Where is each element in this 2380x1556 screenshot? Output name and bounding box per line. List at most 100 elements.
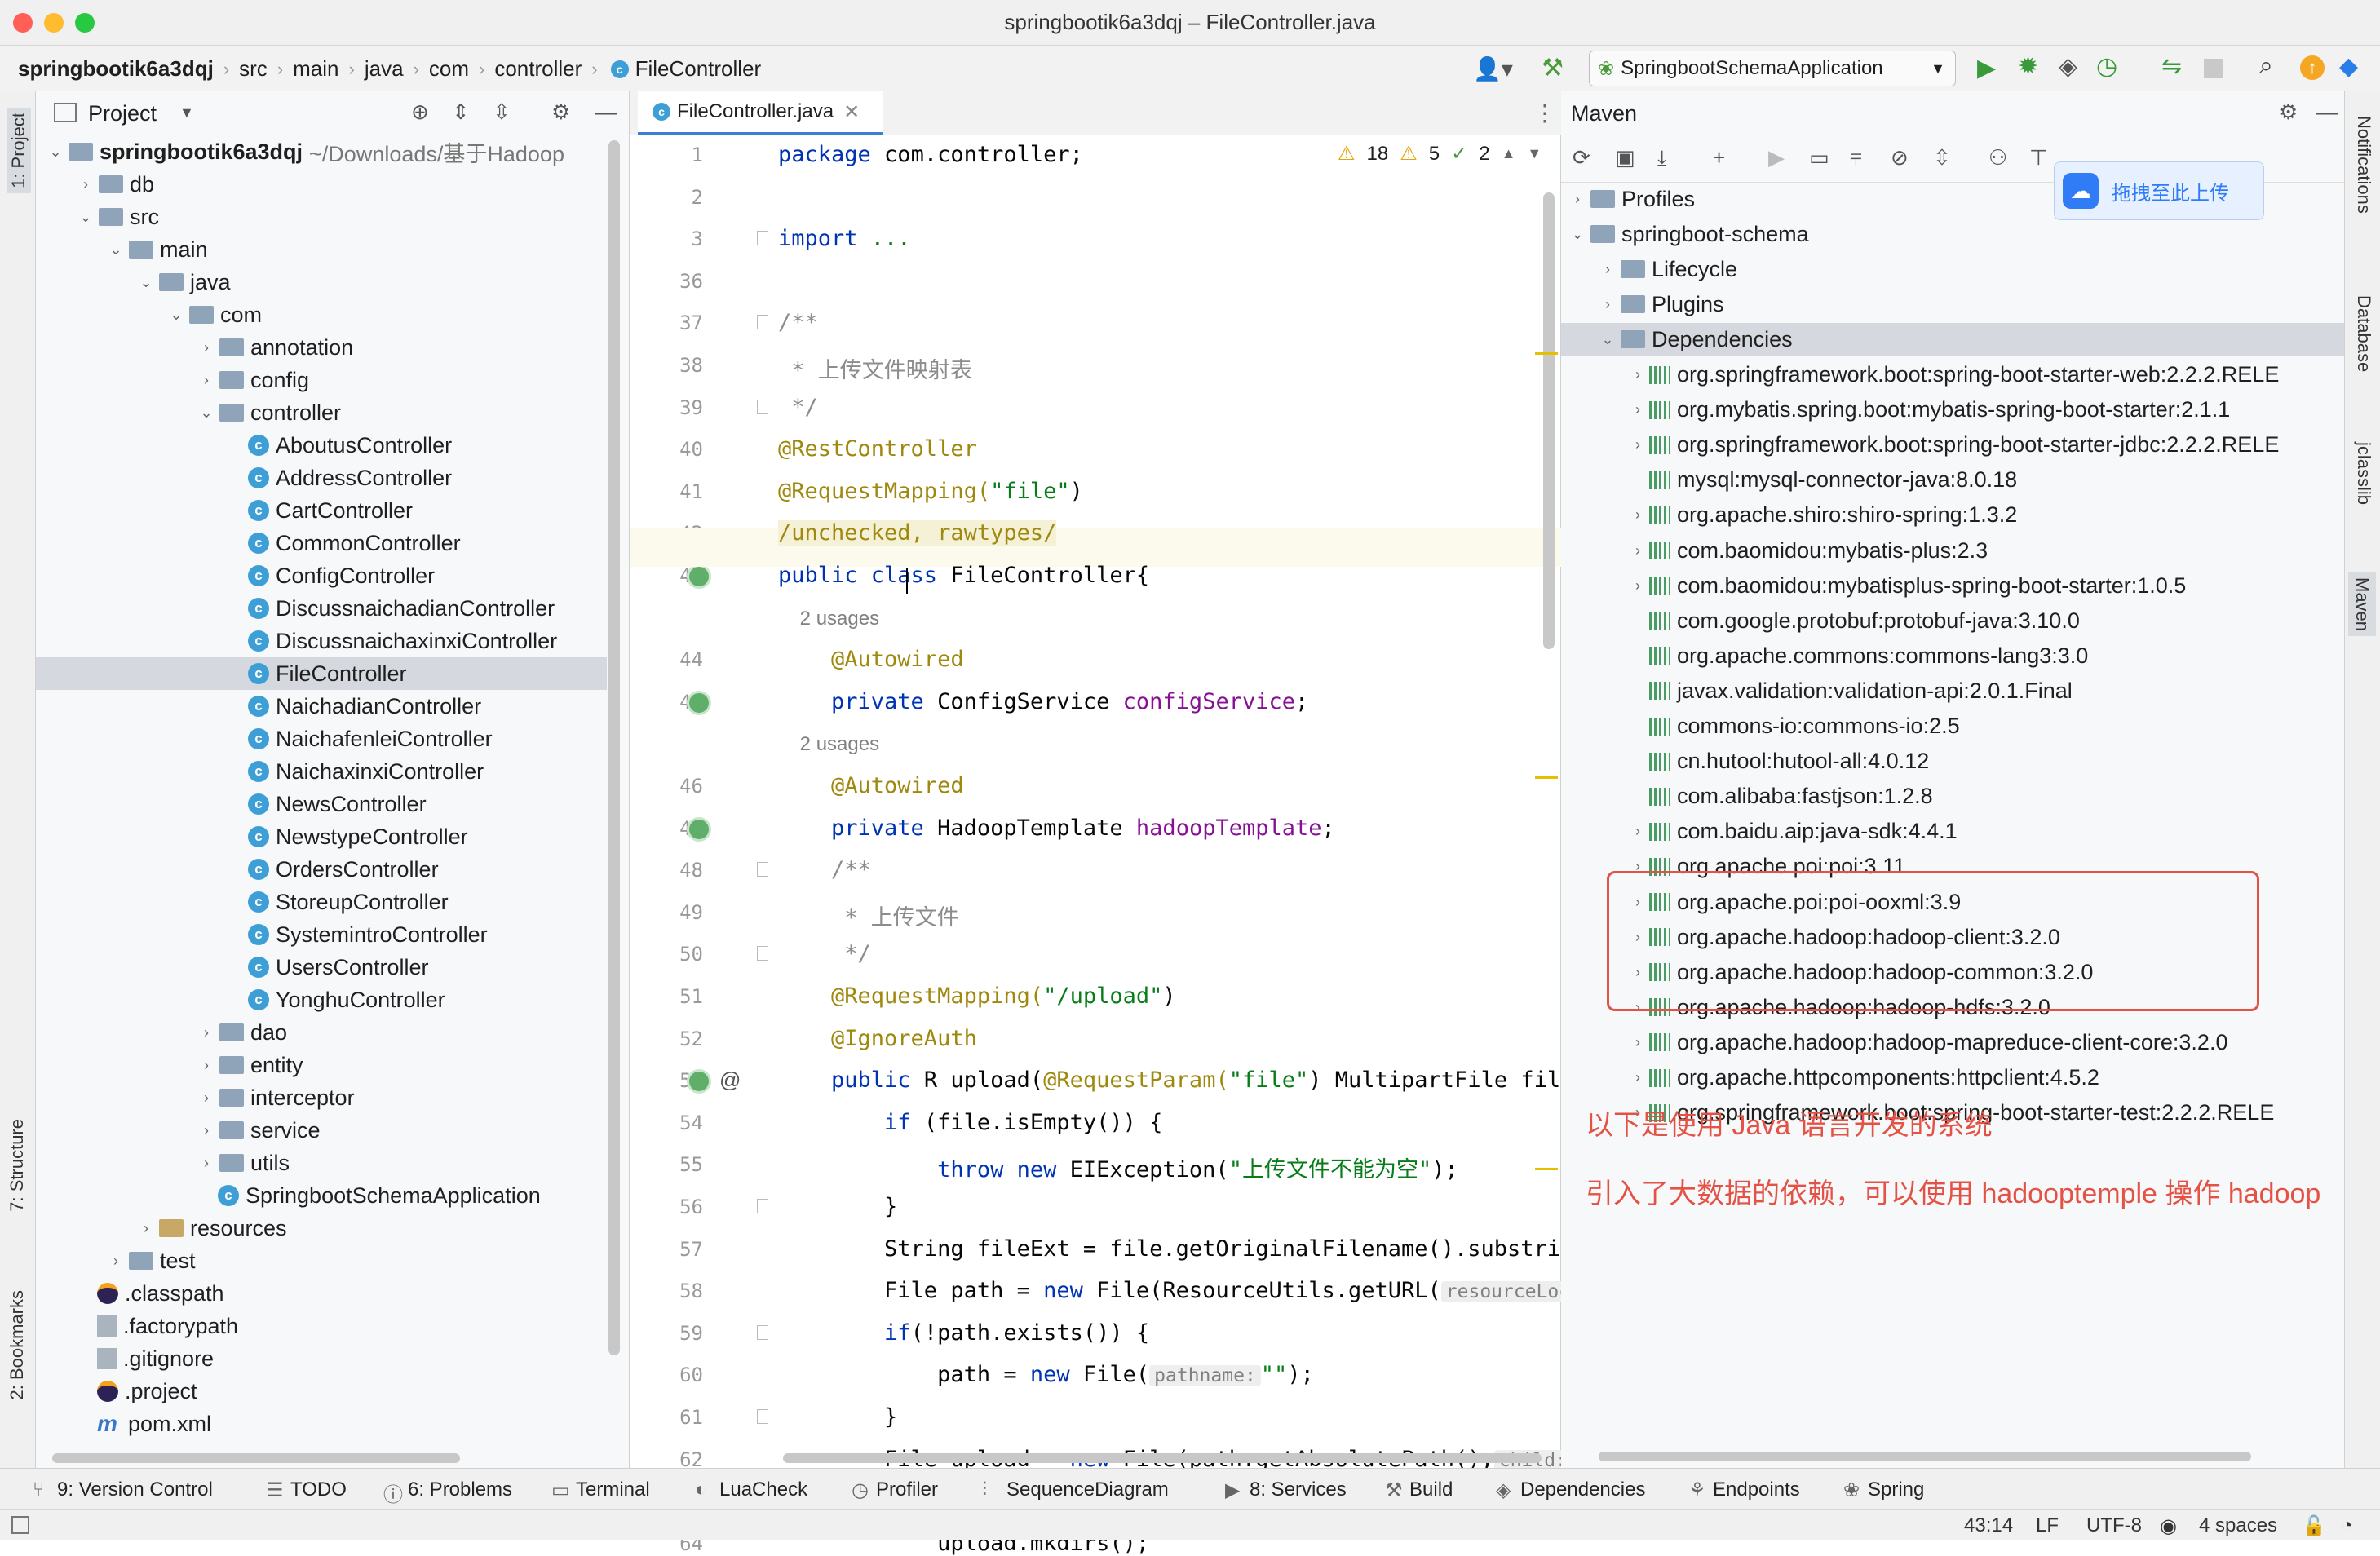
project-tree-item[interactable]: ›dao <box>36 1016 607 1049</box>
add-icon[interactable]: + <box>1713 145 1726 170</box>
user-icon[interactable]: 👤▾ <box>1473 56 1513 82</box>
fold-marker-icon[interactable] <box>757 946 768 961</box>
lock-icon[interactable]: 🔓 <box>2302 1515 2326 1537</box>
execute-goal-icon[interactable]: ▭ <box>1809 145 1829 170</box>
dependency-item[interactable]: javax.validation:validation-api:2.0.1.Fi… <box>1561 674 2344 707</box>
project-tree-item[interactable]: ⌄controller <box>36 396 607 429</box>
chevron-right-icon[interactable]: › <box>1605 295 1610 312</box>
dependency-item[interactable]: org.apache.commons:commons-lang3:3.0 <box>1561 639 2344 672</box>
maven-tree-item[interactable]: ›Plugins <box>1561 288 2344 320</box>
dependency-item[interactable]: cn.hutool:hutool-all:4.0.12 <box>1561 745 2344 778</box>
chevron-right-icon[interactable]: › <box>1635 542 1640 559</box>
dependency-item[interactable]: ›org.springframework.boot:spring-boot-st… <box>1561 429 2344 462</box>
project-tree-item[interactable]: ›interceptor <box>36 1081 607 1114</box>
chevron-right-icon[interactable]: › <box>144 1219 148 1236</box>
notifications-icon[interactable]: ◔ <box>2341 1514 2353 1536</box>
bottom-tool-tab[interactable]: Profiler <box>876 1479 939 1501</box>
editor-scrollbar[interactable] <box>1543 192 1555 649</box>
bottom-tool-tab[interactable]: TODO <box>290 1479 347 1501</box>
editor-h-scrollbar[interactable] <box>783 1453 1542 1463</box>
fold-marker-icon[interactable] <box>757 1409 768 1424</box>
file-encoding[interactable]: UTF-8 <box>2086 1514 2142 1536</box>
chevron-right-icon[interactable]: › <box>204 371 209 388</box>
indent-setting[interactable]: 4 spaces <box>2199 1514 2278 1536</box>
breadcrumb-main[interactable]: main <box>293 56 339 81</box>
maven-tree-item[interactable]: ⌄Dependencies <box>1561 323 2344 356</box>
toggle-offline-icon[interactable]: ⫩ <box>1850 145 1862 170</box>
bottom-tool-tab[interactable]: LuaCheck <box>719 1479 808 1501</box>
bottom-tool-tab[interactable]: 8: Services <box>1250 1479 1347 1501</box>
dependency-item[interactable]: ›org.apache.hadoop:hadoop-hdfs:3.2.0 <box>1561 991 2344 1023</box>
project-tree-item[interactable]: ›db <box>36 168 607 201</box>
project-tool-tab[interactable]: 1: Project <box>7 108 31 193</box>
chevron-right-icon[interactable]: › <box>1635 506 1640 524</box>
project-tree-item[interactable]: ›entity <box>36 1049 607 1081</box>
close-tab-icon[interactable]: ✕ <box>843 100 860 123</box>
expand-all-icon[interactable]: ⇕ <box>452 99 470 124</box>
dependency-item[interactable]: ›org.apache.shiro:shiro-spring:1.3.2 <box>1561 499 2344 532</box>
chevron-right-icon[interactable]: › <box>1635 998 1640 1015</box>
project-tree-item[interactable]: .gitignore <box>36 1342 607 1375</box>
fold-marker-icon[interactable] <box>757 315 768 330</box>
notifications-tool-tab[interactable]: Notifications <box>2354 116 2374 214</box>
warning-marker[interactable] <box>1535 776 1558 779</box>
chevron-right-icon[interactable]: › <box>1635 1033 1640 1050</box>
project-scrollbar[interactable] <box>608 140 620 1355</box>
skip-tests-icon[interactable]: ⊘ <box>1891 145 1909 170</box>
breadcrumb-src[interactable]: src <box>239 56 268 81</box>
chevron-right-icon[interactable]: › <box>1635 893 1640 910</box>
maven-h-scrollbar[interactable] <box>1599 1452 2251 1461</box>
inspection-widget[interactable]: ⚠18 ⚠5 ✓2 ▲ ▼ <box>1338 142 1542 166</box>
hide-icon[interactable]: — <box>595 99 617 124</box>
dependency-item[interactable]: mysql:mysql-connector-java:8.0.18 <box>1561 464 2344 497</box>
bottom-tool-tab[interactable]: Terminal <box>576 1479 650 1501</box>
chevron-down-icon[interactable]: ⌄ <box>109 241 122 258</box>
chevron-right-icon[interactable]: › <box>204 338 209 356</box>
dependency-item[interactable]: ›org.apache.poi:poi-ooxml:3.9 <box>1561 886 2344 918</box>
upload-drop-tooltip[interactable]: ☁ 拖拽至此上传 <box>2054 161 2264 220</box>
gear-icon[interactable]: ⚙ <box>2279 99 2298 124</box>
bottom-tool-tab[interactable]: Build <box>1409 1479 1453 1501</box>
minimize-window-button[interactable] <box>44 13 64 33</box>
line-separator[interactable]: LF <box>2036 1514 2059 1536</box>
chevron-right-icon[interactable]: › <box>1635 577 1640 594</box>
profile-icon[interactable]: ◷ <box>2096 53 2118 80</box>
chevron-down-icon[interactable]: ⌄ <box>139 273 153 290</box>
close-window-button[interactable] <box>13 13 33 33</box>
stop-icon[interactable] <box>2204 59 2223 78</box>
project-tree-item[interactable]: ›annotation <box>36 331 607 364</box>
dependency-item[interactable]: ›com.baomidou:mybatis-plus:2.3 <box>1561 534 2344 567</box>
coverage-icon[interactable]: ◈ <box>2059 53 2078 80</box>
project-tree-item[interactable]: ⌄java <box>36 266 607 298</box>
project-tree-item[interactable]: .classpath <box>36 1277 607 1310</box>
gear-icon[interactable]: ⚙ <box>551 99 571 124</box>
project-tree-item[interactable]: ›service <box>36 1114 607 1147</box>
spring-bean-icon[interactable] <box>687 564 711 589</box>
run-icon[interactable]: ▶ <box>1977 55 1997 82</box>
code-area[interactable]: package com.controller;import .../** * 上… <box>630 135 1576 1556</box>
chevron-down-icon[interactable]: ▼ <box>1527 145 1542 161</box>
more-icon[interactable]: ⋮ <box>1533 100 1556 126</box>
search-icon[interactable]: ⌕ <box>2259 52 2273 79</box>
jclasslib-tool-tab[interactable]: jclasslib <box>2354 442 2374 506</box>
chevron-right-icon[interactable]: › <box>204 1056 209 1073</box>
dependency-item[interactable]: ›org.apache.hadoop:hadoop-common:3.2.0 <box>1561 956 2344 988</box>
chevron-up-icon[interactable]: ▲ <box>1501 145 1516 161</box>
chevron-right-icon[interactable]: › <box>1635 858 1640 875</box>
fold-marker-icon[interactable] <box>757 1324 768 1340</box>
locate-icon[interactable]: ⊕ <box>411 99 429 124</box>
collapse-all-icon[interactable]: ⇳ <box>493 99 511 124</box>
chevron-right-icon[interactable]: › <box>1575 190 1580 207</box>
chevron-down-icon[interactable]: ⌄ <box>49 143 62 160</box>
dependency-item[interactable]: ›org.springframework.boot:spring-boot-st… <box>1561 359 2344 391</box>
